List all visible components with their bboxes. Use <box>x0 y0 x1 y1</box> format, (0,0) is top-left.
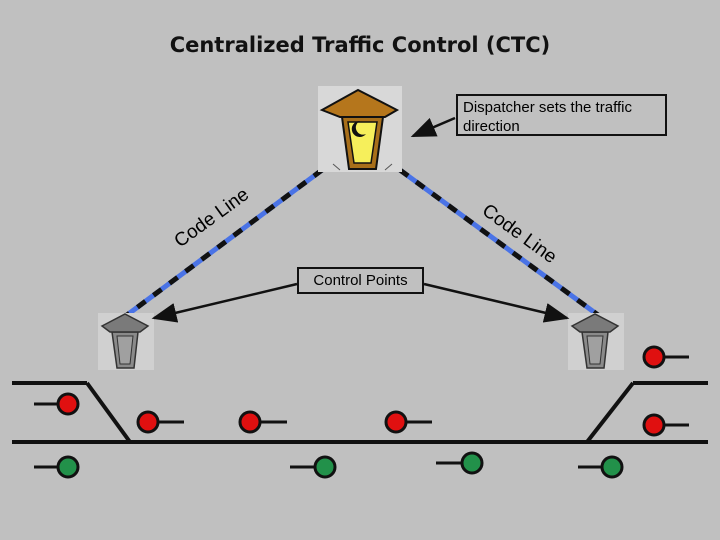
control-points-label: Control Points <box>297 267 424 294</box>
railroad-tracks <box>12 381 708 444</box>
crescent-moon-icon <box>351 120 366 137</box>
field-hut-left-icon <box>98 313 154 370</box>
dispatcher-office-icon <box>318 86 402 172</box>
signal-light-icon <box>290 455 337 479</box>
signal-light-icon <box>34 455 80 479</box>
dispatcher-callout: Dispatcher sets the traffic direction <box>456 94 667 136</box>
control-points-arrow-right <box>423 282 570 323</box>
signal-light-icon <box>34 392 80 416</box>
signal-light-icon <box>238 410 287 434</box>
control-points-arrow-left <box>151 282 298 323</box>
code-line-right <box>398 167 600 318</box>
callout-arrow <box>410 116 456 138</box>
code-line-left <box>125 167 324 318</box>
signal-light-icon <box>136 410 184 434</box>
field-hut-right-icon <box>568 313 624 370</box>
diagram-title: Centralized Traffic Control (CTC) <box>169 33 551 57</box>
signal-light-icon <box>384 410 432 434</box>
code-line-left-label: Code Line <box>171 184 253 252</box>
signal-light-icon <box>642 345 689 369</box>
signal-light-icon <box>436 451 484 475</box>
signal-light-icon <box>642 413 689 437</box>
signal-light-icon <box>578 455 624 479</box>
